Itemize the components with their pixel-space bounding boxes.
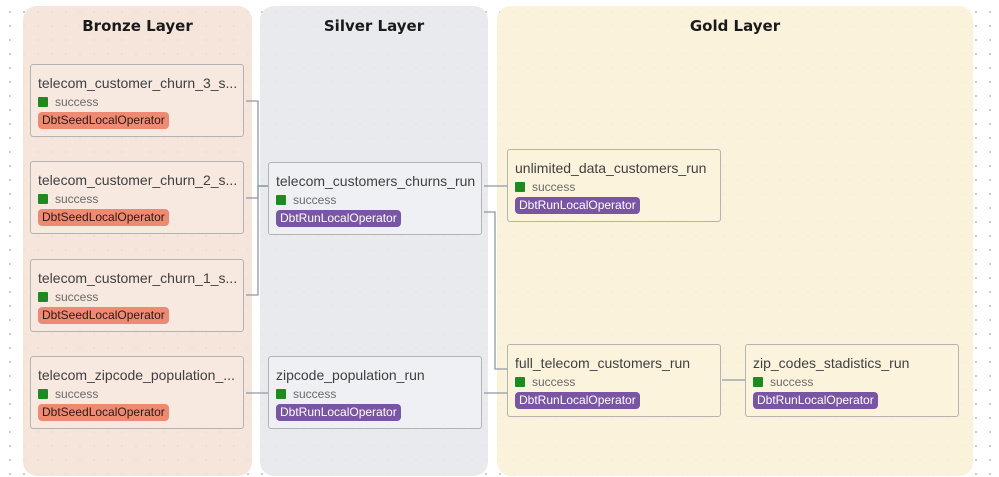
status-label: success <box>55 192 99 206</box>
status-row: success <box>276 193 336 207</box>
edge-churn1-to-churns-run <box>246 185 268 296</box>
node-churn-1-seed[interactable]: telecom_customer_churn_1_s... success Db… <box>30 259 244 332</box>
status-row: success <box>38 192 98 206</box>
success-status-icon <box>276 389 286 399</box>
success-status-icon <box>38 97 48 107</box>
operator-badge: DbtSeedLocalOperator <box>38 112 169 129</box>
operator-badge: DbtRunLocalOperator <box>753 392 878 409</box>
status-label: success <box>532 375 576 389</box>
status-label: success <box>55 290 99 304</box>
operator-badge: DbtRunLocalOperator <box>515 197 640 214</box>
node-name: telecom_zipcode_population_... <box>38 367 235 383</box>
node-name: telecom_customer_churn_2_s... <box>38 172 238 188</box>
operator-badge: DbtRunLocalOperator <box>276 210 401 227</box>
edge-churn2-to-churns-run <box>246 185 268 199</box>
status-label: success <box>55 387 99 401</box>
status-label: success <box>293 193 337 207</box>
status-row: success <box>753 375 813 389</box>
node-full-telecom-customers-run[interactable]: full_telecom_customers_run success DbtRu… <box>507 344 721 417</box>
status-label: success <box>293 387 337 401</box>
status-row: success <box>515 180 575 194</box>
node-zip-codes-stadistics-run[interactable]: zip_codes_stadistics_run success DbtRunL… <box>745 344 959 417</box>
status-row: success <box>276 387 336 401</box>
status-label: success <box>532 180 576 194</box>
bronze-layer-title: Bronze Layer <box>82 17 193 35</box>
status-row: success <box>38 387 98 401</box>
silver-layer-title: Silver Layer <box>323 17 425 35</box>
operator-badge: DbtSeedLocalOperator <box>38 307 169 324</box>
node-name: telecom_customer_churn_3_s... <box>38 75 238 91</box>
operator-badge: DbtRunLocalOperator <box>276 404 401 421</box>
node-name: telecom_customer_churn_1_s... <box>38 270 238 286</box>
node-zipcode-population-run[interactable]: zipcode_population_run success DbtRunLoc… <box>268 356 482 429</box>
node-unlimited-data-customers-run[interactable]: unlimited_data_customers_run success Dbt… <box>507 149 721 222</box>
operator-badge: DbtSeedLocalOperator <box>38 404 169 421</box>
operator-badge: DbtRunLocalOperator <box>515 392 640 409</box>
edge-churns-run-to-full <box>484 211 507 370</box>
node-churn-2-seed[interactable]: telecom_customer_churn_2_s... success Db… <box>30 161 244 234</box>
success-status-icon <box>515 377 525 387</box>
edge-churn3-to-churns-run <box>246 100 268 187</box>
status-label: success <box>770 375 814 389</box>
success-status-icon <box>38 194 48 204</box>
node-name: zip_codes_stadistics_run <box>753 355 910 371</box>
success-status-icon <box>515 182 525 192</box>
gold-layer-title: Gold Layer <box>689 17 781 35</box>
success-status-icon <box>38 292 48 302</box>
status-label: success <box>55 95 99 109</box>
node-name: full_telecom_customers_run <box>515 355 691 371</box>
node-name: telecom_customers_churns_run <box>276 173 476 189</box>
status-row: success <box>38 290 98 304</box>
status-row: success <box>515 375 575 389</box>
node-name: unlimited_data_customers_run <box>515 160 707 176</box>
node-name: zipcode_population_run <box>276 367 425 383</box>
node-telecom-customers-churns-run[interactable]: telecom_customers_churns_run success Dbt… <box>268 162 482 235</box>
success-status-icon <box>276 195 286 205</box>
operator-badge: DbtSeedLocalOperator <box>38 209 169 226</box>
status-row: success <box>38 95 98 109</box>
node-churn-3-seed[interactable]: telecom_customer_churn_3_s... success Db… <box>30 64 244 137</box>
success-status-icon <box>38 389 48 399</box>
success-status-icon <box>753 377 763 387</box>
node-zipcode-population-seed[interactable]: telecom_zipcode_population_... success D… <box>30 356 244 429</box>
